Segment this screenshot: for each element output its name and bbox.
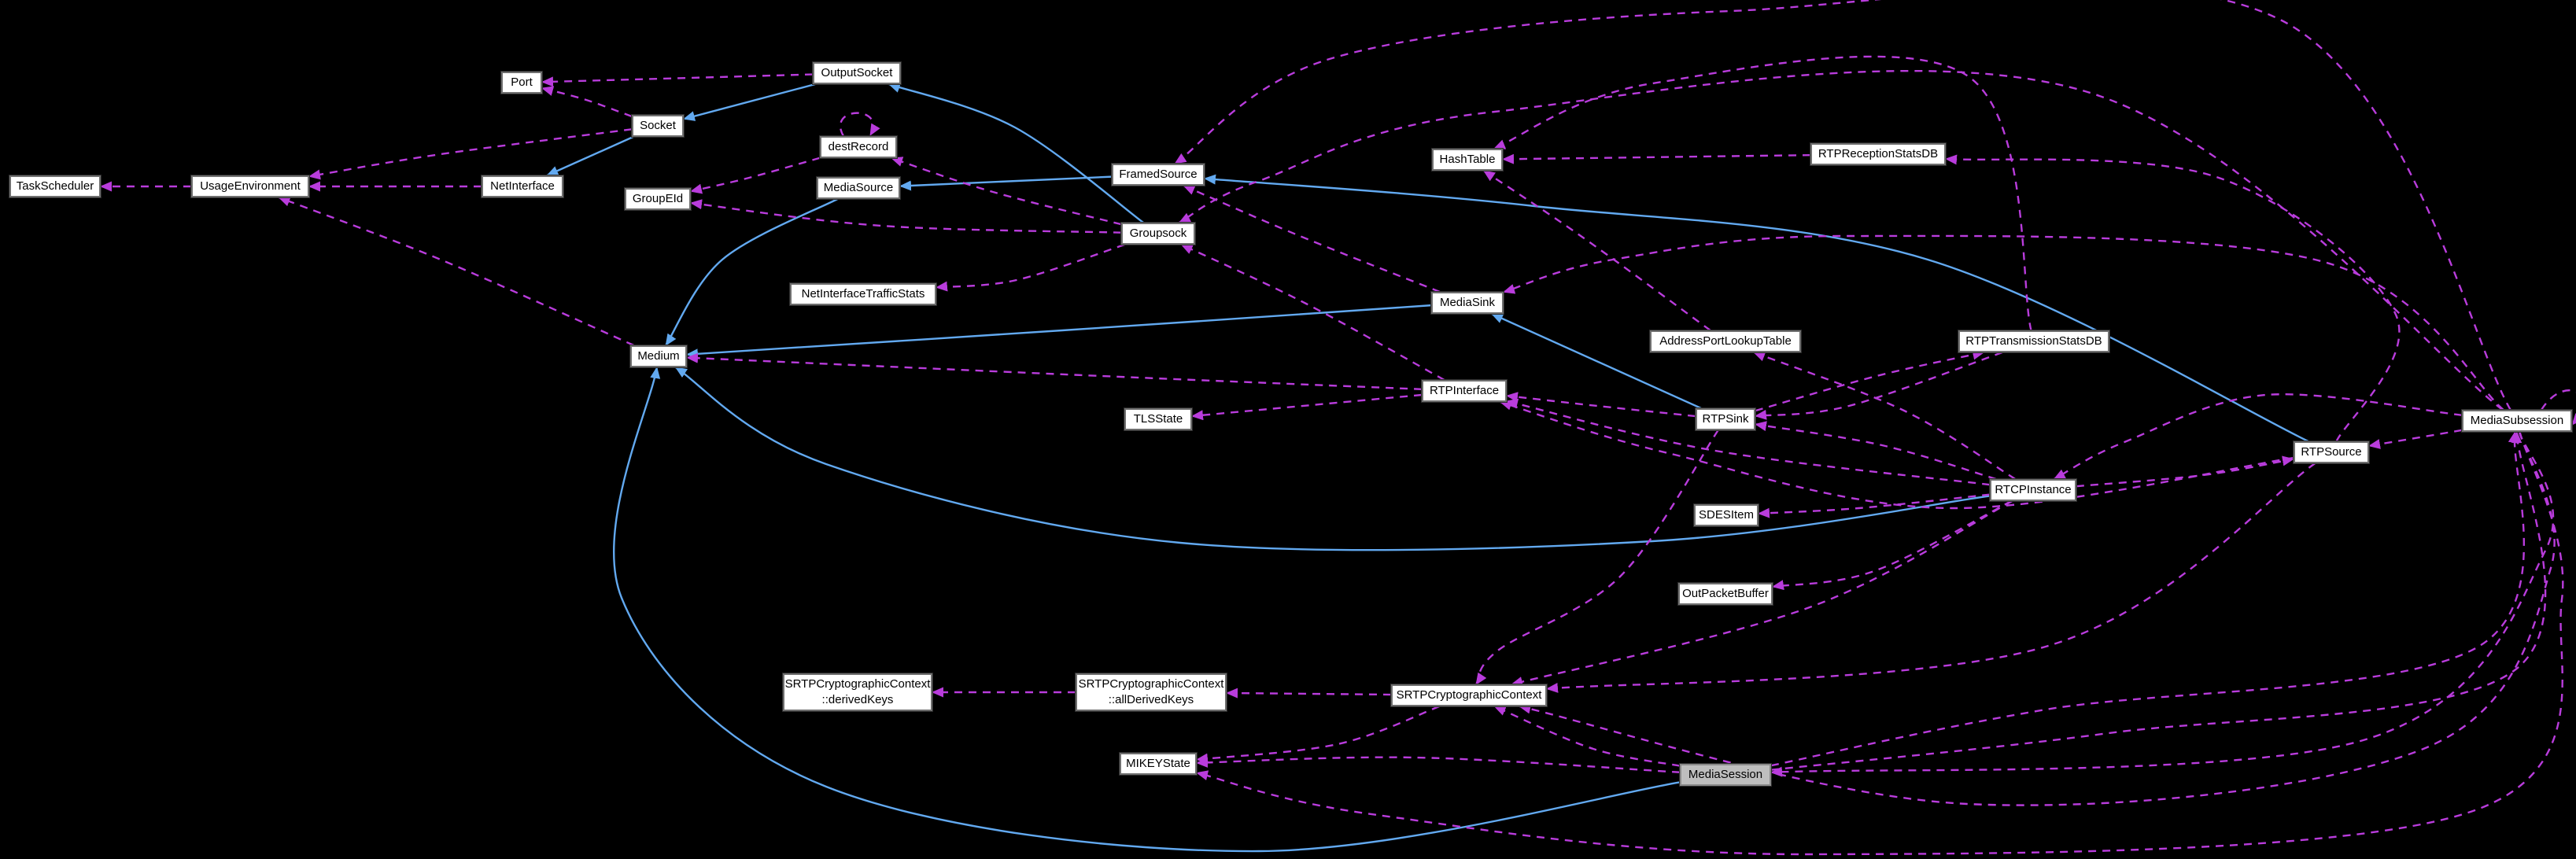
node-taskscheduler[interactable]: TaskScheduler (9, 175, 101, 197)
edge-MediaSubsession-to-RTPSource (2368, 429, 2463, 449)
node-outpacketbuffer[interactable]: OutPacketBuffer (1678, 583, 1773, 605)
edge-MediaSink-to-Medium (686, 304, 1432, 359)
edge-MediaSession-to-SRTPCryptographicContext (1493, 705, 1681, 767)
edge-RTCPInstance-to-SDESItem (1758, 493, 1991, 518)
node-socket[interactable]: Socket (632, 115, 684, 137)
edge-RTPSource-to-FramedSource (1204, 174, 2309, 443)
edge-MediaSubsession-to-MIKEYState (1196, 431, 2564, 856)
edge-Groupsock-to-GroupEId (690, 199, 1122, 234)
edge-Groupsock-to-OutputSocket (888, 83, 1144, 223)
edge-destRecord-to-destRecord (840, 112, 880, 137)
edge-RTCPInstance-to-RTPInterface (1506, 398, 1991, 486)
edge-SRTPCryptographicContext-to-SRTPallDerivedKeys (1226, 688, 1392, 699)
edge-MediaSession-to-MediaSubsession (1770, 431, 2526, 767)
edge-MediaSubsession-to-FramedSource (1174, 0, 2511, 411)
node-mediasubsession[interactable]: MediaSubsession (2462, 410, 2572, 432)
edge-Socket-to-Port (541, 86, 633, 118)
node-medium[interactable]: Medium (630, 345, 687, 367)
edge-RTPSink-to-RTPTransmissionStatsDB (1755, 349, 1985, 412)
edge-AddressPortLookupTable-to-HashTable (1482, 170, 1711, 331)
node-srtpderivedkeys[interactable]: SRTPCryptographicContext ::derivedKeys (783, 673, 932, 711)
edge-MediaSubsession-to-Groupsock (1178, 69, 2504, 411)
node-rtpsink[interactable]: RTPSink (1696, 408, 1755, 430)
node-addressportlookuptable[interactable]: AddressPortLookupTable (1650, 330, 1801, 352)
edge-MediaSession-to-MIKEYState (1196, 756, 1681, 773)
node-groupeid[interactable]: GroupEId (625, 188, 691, 210)
edge-destRecord-to-GroupEId (690, 157, 821, 194)
edge-SRTPCryptographicContext-to-MIKEYState (1196, 705, 1440, 764)
node-usageenvironment[interactable]: UsageEnvironment (191, 175, 309, 197)
edge-Socket-to-NetInterface (546, 135, 634, 177)
edge-RTPSource-to-RTPReceptionStatsDB (1945, 154, 2401, 442)
node-destrecord[interactable]: destRecord (820, 136, 897, 158)
edge-RTPInterface-to-TLSState (1191, 393, 1423, 421)
edge-Medium-to-UsageEnvironment (278, 196, 634, 347)
edge-RTPSink-to-RTPInterface (1506, 392, 1696, 418)
edge-OutputSocket-to-Port (541, 73, 814, 87)
edge-RTPTransmissionStatsDB-to-HashTable (1493, 55, 2032, 331)
edge-RTCPInstance-to-SRTPCryptographicContext (1511, 500, 2013, 687)
edge-MediaSubsession-to-SRTPCryptographicContext (1519, 431, 2556, 806)
edge-Socket-to-UsageEnvironment (308, 128, 633, 180)
node-mikeystate[interactable]: MIKEYState (1120, 753, 1197, 775)
node-srtpcryptographiccontext[interactable]: SRTPCryptographicContext (1391, 684, 1547, 706)
node-srtpallderivedkeys[interactable]: SRTPCryptographicContext ::allDerivedKey… (1076, 673, 1227, 711)
node-groupsock[interactable]: Groupsock (1121, 223, 1195, 245)
edge-RTPReceptionStatsDB-to-HashTable (1502, 153, 1811, 164)
edge-RTCPInstance-to-RTPSink (1755, 421, 1997, 481)
edge-RTPInterface-to-Groupsock (1180, 243, 1445, 382)
edge-MediaSession-to-Medium (613, 367, 1681, 853)
node-tlsstate[interactable]: TLSState (1124, 408, 1192, 430)
node-rtcpinstance[interactable]: RTCPInstance (1990, 479, 2076, 501)
edge-Groupsock-to-NetInterfaceTrafficStats (936, 243, 1125, 292)
edge-RTPSource-to-RTPInterface (1499, 400, 2294, 510)
edge-RTPSink-to-MediaSink (1491, 312, 1702, 410)
edge-FramedSource-to-MediaSource (899, 175, 1113, 191)
edge-MediaSession-to-MediaSubsession (1770, 431, 2547, 771)
edge-RTPSink-to-SRTPCryptographicContext (1475, 430, 1719, 685)
edge-OutputSocket-to-Socket (683, 83, 816, 121)
node-outputsocket[interactable]: OutputSocket (813, 62, 901, 84)
edge-RTPSource-to-SRTPCryptographicContext (1546, 463, 2316, 693)
edge-RTCPInstance-to-Medium (674, 366, 1991, 551)
node-sdesitem[interactable]: SDESItem (1694, 504, 1759, 526)
edge-MediaSubsession-to-MediaSession (1770, 431, 2555, 777)
node-netinterfacetrafficstats[interactable]: NetInterfaceTrafficStats (790, 283, 936, 305)
edge-RTPInterface-to-Medium (686, 352, 1423, 390)
node-mediasession[interactable]: MediaSession (1680, 764, 1771, 786)
node-framedsource[interactable]: FramedSource (1112, 164, 1205, 186)
edge-RTCPInstance-to-AddressPortLookupTable (1753, 351, 2016, 481)
edge-MediaSink-to-FramedSource (1183, 184, 1441, 293)
node-hashtable[interactable]: HashTable (1432, 149, 1503, 171)
node-netinterface[interactable]: NetInterface (482, 175, 563, 197)
node-rtpreceptionstatsdb[interactable]: RTPReceptionStatsDB (1810, 143, 1946, 165)
edge-MediaSource-to-Medium (665, 197, 838, 346)
edge-RTCPInstance-to-OutPacketBuffer (1772, 500, 2013, 591)
node-rtpsource[interactable]: RTPSource (2294, 441, 2369, 463)
node-mediasource[interactable]: MediaSource (817, 177, 900, 199)
edge-Groupsock-to-destRecord (891, 157, 1122, 226)
edge-MediaSubsession-to-RTCPInstance (2053, 393, 2463, 481)
node-mediasink[interactable]: MediaSink (1431, 292, 1504, 314)
node-rtptransmissionstatsdb[interactable]: RTPTransmissionStatsDB (1958, 330, 2109, 352)
edge-MediaSubsession-to-MediaSink (1503, 234, 2504, 411)
node-rtpinterface[interactable]: RTPInterface (1422, 380, 1507, 402)
edge-RTPTransmissionStatsDB-to-RTPSink (1755, 351, 2003, 420)
node-port[interactable]: Port (501, 72, 542, 94)
